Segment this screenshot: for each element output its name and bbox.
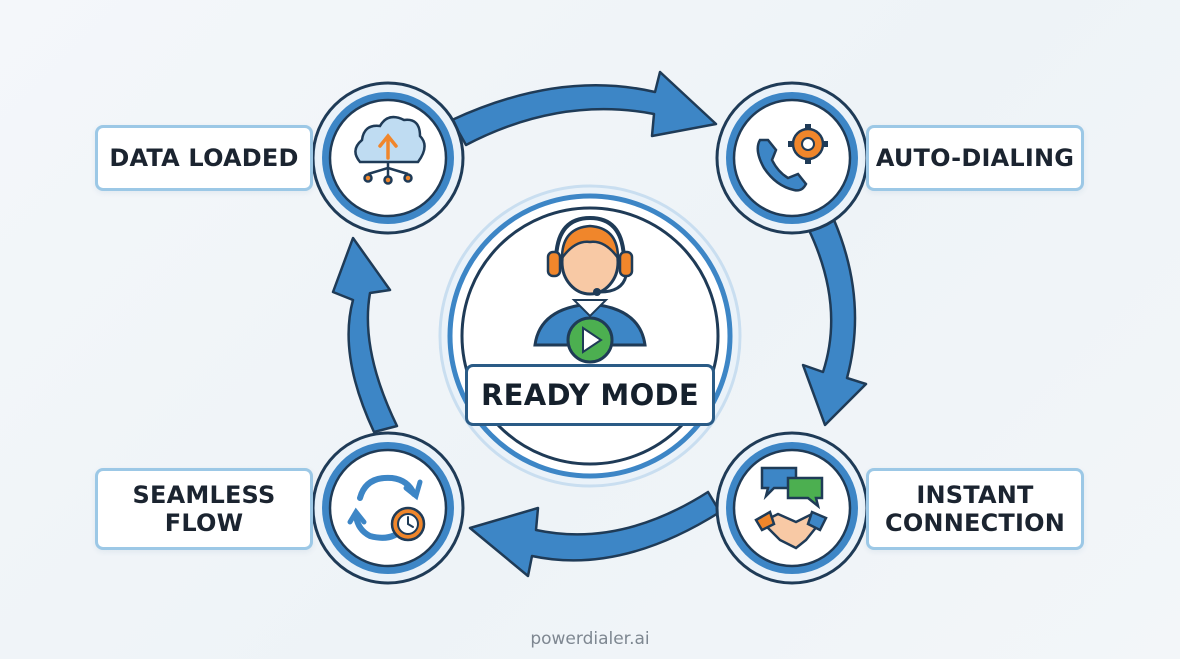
label-auto-dialing: AUTO-DIALING [866,125,1084,191]
arrow-left [331,236,399,434]
label-data-loaded: DATA LOADED [95,125,313,191]
sync-clock-icon [347,474,426,542]
arrow-right [801,218,868,427]
label-instant-connection: INSTANT CONNECTION [866,468,1084,550]
play-icon [566,316,614,364]
label-seamless-flow-line1: SEAMLESS [132,481,276,509]
label-instant-connection-line2: CONNECTION [885,509,1065,537]
footer-watermark: powerdialer.ai [530,629,650,649]
chat-handshake-icon [754,466,828,550]
step-circle-instant-connection [715,431,869,585]
ready-mode-badge: READY MODE [465,364,715,426]
label-data-loaded-text: DATA LOADED [109,144,299,172]
step-circle-auto-dialing [715,81,869,235]
step-circle-seamless-flow [311,431,465,585]
ready-mode-label: READY MODE [480,378,700,412]
flow-arrows [331,70,868,578]
label-auto-dialing-text: AUTO-DIALING [875,144,1075,172]
arrow-top [450,70,718,147]
phone-gear-icon [756,124,828,192]
label-seamless-flow: SEAMLESS FLOW [95,468,313,550]
cloud-upload-icon [354,115,426,185]
arrow-bottom [468,490,722,578]
label-seamless-flow-line2: FLOW [164,509,244,537]
label-instant-connection-line1: INSTANT [916,481,1034,509]
